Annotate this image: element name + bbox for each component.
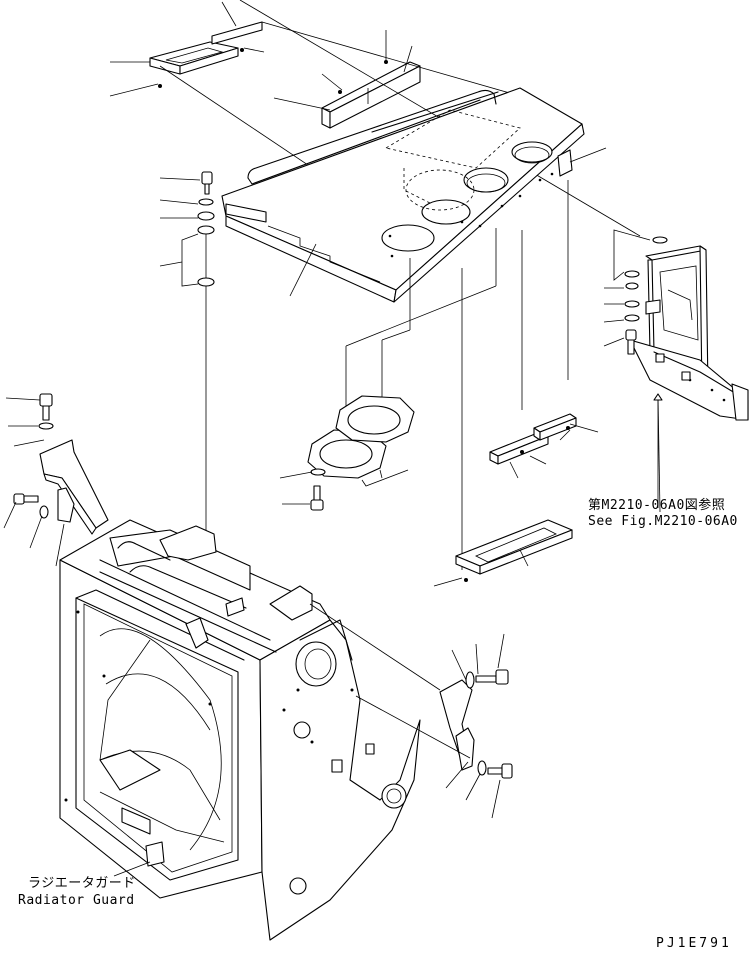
gasket-bolt — [310, 468, 326, 511]
reference-note-jp: 第M2210-06A0図参照 — [588, 498, 726, 513]
callout-leaders — [3, 1, 659, 877]
lower-seal-strips — [455, 413, 577, 575]
part-label-jp: ラジエータガード — [28, 876, 136, 891]
drawing-code: PJ1E791 — [656, 936, 732, 951]
top-cover-plate — [221, 87, 585, 303]
top-seal-strips — [149, 21, 421, 129]
part-label-en: Radiator Guard — [18, 893, 135, 908]
screw-markers — [158, 48, 570, 582]
gaskets — [307, 395, 415, 487]
right-bracket-assembly — [629, 245, 749, 421]
radiator-guard-frame — [59, 519, 421, 941]
left-small-bracket — [13, 393, 109, 535]
upper-left-bolt-set — [197, 171, 215, 530]
side-mount-bracket — [439, 669, 513, 779]
right-bracket-fasteners — [624, 236, 668, 355]
reference-note-en: See Fig.M2210-06A0 — [588, 514, 738, 529]
